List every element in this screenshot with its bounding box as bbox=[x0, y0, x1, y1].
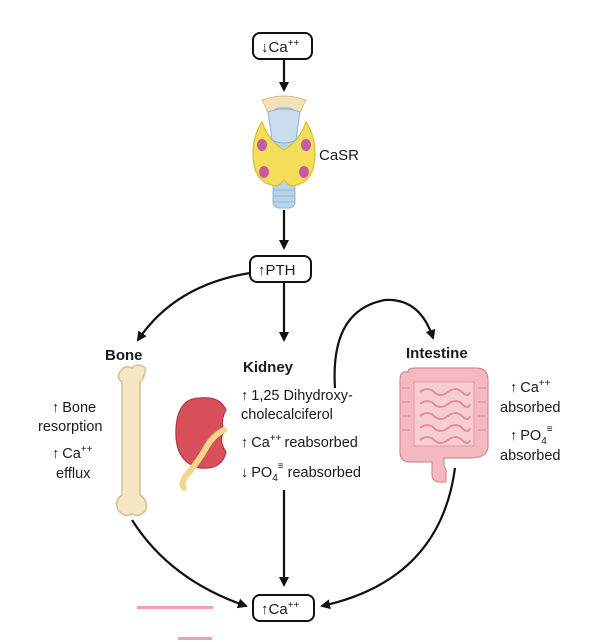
up-arrow-icon: ↑ bbox=[52, 446, 59, 462]
accent-line bbox=[178, 637, 212, 640]
intestine-line-4: absorbed bbox=[500, 448, 560, 464]
down-arrow-icon: ↓ bbox=[261, 39, 269, 56]
kidney-title: Kidney bbox=[243, 359, 294, 376]
parathyroid-gland-illustration bbox=[252, 95, 316, 209]
bone-line-1: ↑Bone bbox=[52, 400, 96, 416]
casr-label: CaSR bbox=[319, 147, 359, 164]
intestine-illustration bbox=[399, 367, 489, 483]
arrow-intestine-to-calcium bbox=[320, 467, 457, 610]
svg-text:↑Ca++: ↑Ca++ bbox=[261, 600, 300, 618]
up-arrow-icon: ↑ bbox=[510, 380, 517, 396]
arrow-bone-to-calcium bbox=[131, 519, 248, 609]
kidney-line-3: ↑Ca++reabsorbed bbox=[241, 433, 358, 451]
low-calcium-node: ↓Ca++ bbox=[252, 32, 313, 60]
kidney-illustration bbox=[175, 397, 227, 491]
kidney-line-2: cholecalciferol bbox=[241, 407, 333, 423]
up-arrow-icon: ↑ bbox=[510, 428, 517, 444]
up-arrow-icon: ↑ bbox=[241, 435, 248, 451]
intestine-line-1: ↑Ca++ bbox=[510, 378, 551, 396]
bone-illustration bbox=[115, 364, 148, 517]
arrow-pth-to-bone bbox=[136, 271, 251, 342]
intestine-title: Intestine bbox=[406, 345, 468, 362]
up-arrow-icon: ↑ bbox=[241, 388, 248, 404]
pth-node: ↑PTH bbox=[249, 255, 312, 283]
bone-line-2: resorption bbox=[38, 419, 102, 435]
intestine-line-2: absorbed bbox=[500, 400, 560, 416]
bone-line-3: ↑Ca++ bbox=[52, 444, 93, 462]
bone-title: Bone bbox=[105, 347, 143, 364]
up-arrow-icon: ↑ bbox=[258, 262, 266, 279]
kidney-line-4: ↓PO4≡reabsorbed bbox=[241, 461, 361, 484]
up-arrow-icon: ↑ bbox=[261, 601, 269, 618]
intestine-line-3: ↑PO4≡ bbox=[510, 424, 553, 447]
svg-text:↑PTH: ↑PTH bbox=[258, 262, 296, 279]
kidney-line-1: ↑1,25 Dihydroxy- bbox=[241, 388, 353, 404]
high-calcium-node: ↑Ca++ bbox=[252, 594, 315, 622]
up-arrow-icon: ↑ bbox=[52, 400, 59, 416]
arrow-kidney-to-intestine bbox=[333, 298, 436, 389]
accent-line bbox=[137, 606, 213, 609]
down-arrow-icon: ↓ bbox=[241, 465, 248, 481]
svg-text:↓Ca++: ↓Ca++ bbox=[261, 38, 300, 56]
bone-line-4: efflux bbox=[56, 466, 91, 482]
